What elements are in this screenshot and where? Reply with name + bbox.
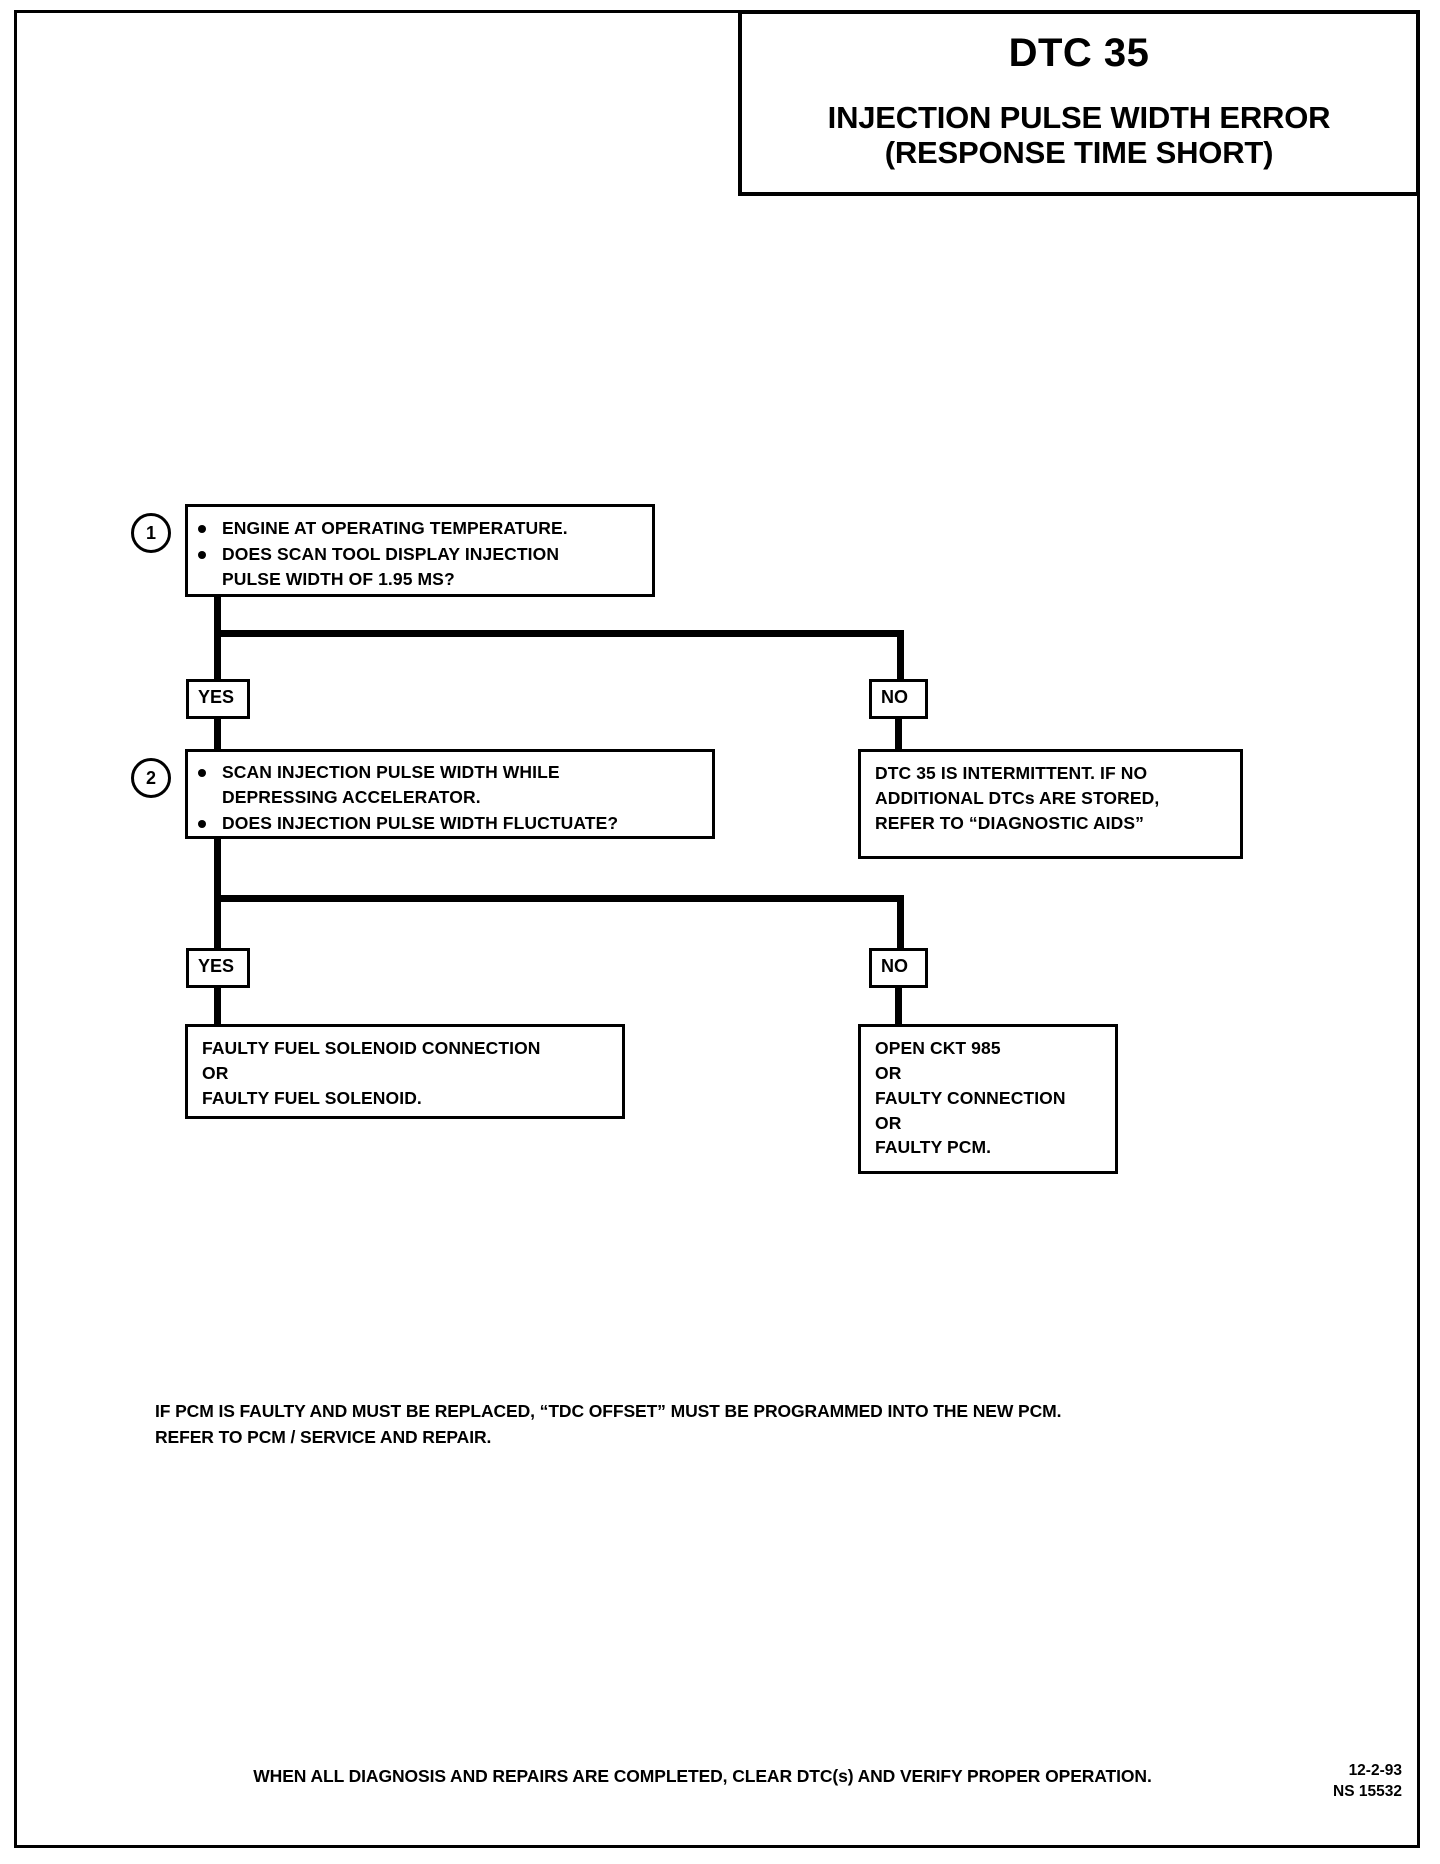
step-number-1: 1 bbox=[131, 513, 171, 553]
footer-meta: 12-2-93 NS 15532 bbox=[1333, 1761, 1402, 1803]
connector-yes2-to-result bbox=[214, 986, 221, 1026]
step-1-bullet-2-line-1: DOES SCAN TOOL DISPLAY INJECTION bbox=[222, 543, 560, 564]
step-2-bullet-1-line-1: SCAN INJECTION PULSE WIDTH WHILE bbox=[222, 762, 560, 782]
intermittent-result-box: DTC 35 IS INTERMITTENT. IF NO ADDITIONAL… bbox=[858, 749, 1243, 859]
intermittent-line-3: REFER TO “DIAGNOSTIC AIDS” bbox=[875, 812, 1145, 833]
step-2-bullet-1-line-2: DEPRESSING ACCELERATOR. bbox=[222, 786, 481, 807]
decision-step2-no-label: NO bbox=[881, 956, 908, 976]
connector-step2-no-down bbox=[897, 895, 904, 949]
page-border bbox=[14, 10, 1420, 1848]
connector-step1-yes-down bbox=[214, 630, 221, 681]
result-left-line-1: FAULTY FUEL SOLENOID CONNECTION bbox=[202, 1038, 541, 1058]
step-number-2: 2 bbox=[131, 758, 171, 798]
result-right-line-1: OPEN CKT 985 bbox=[875, 1038, 1001, 1058]
step-2-bullet-2: DOES INJECTION PULSE WIDTH FLUCTUATE? bbox=[188, 811, 712, 836]
connector-yes1-to-step2 bbox=[214, 717, 221, 751]
decision-step2-no: NO bbox=[869, 948, 928, 988]
intermittent-line-1: DTC 35 IS INTERMITTENT. IF NO bbox=[875, 763, 1148, 783]
decision-step1-yes: YES bbox=[186, 679, 250, 719]
step-1-bullet-2: DOES SCAN TOOL DISPLAY INJECTION PULSE W… bbox=[188, 542, 652, 592]
connector-step2-horizontal bbox=[214, 895, 904, 902]
connector-step2-yes-down bbox=[214, 839, 221, 949]
pcm-note-line-2: REFER TO PCM / SERVICE AND REPAIR. bbox=[155, 1427, 492, 1448]
title-block: DTC 35 INJECTION PULSE WIDTH ERROR (RESP… bbox=[738, 10, 1420, 196]
decision-step2-yes-label: YES bbox=[198, 956, 235, 976]
connector-step1-horizontal bbox=[214, 630, 904, 637]
footer-note: WHEN ALL DIAGNOSIS AND REPAIRS ARE COMPL… bbox=[253, 1766, 1152, 1786]
decision-step1-yes-label: YES bbox=[198, 687, 235, 707]
dtc-subtitle: (RESPONSE TIME SHORT) bbox=[884, 135, 1274, 171]
result-left-box: FAULTY FUEL SOLENOID CONNECTION OR FAULT… bbox=[185, 1024, 625, 1119]
step-2-bullet-1: SCAN INJECTION PULSE WIDTH WHILE DEPRESS… bbox=[188, 760, 712, 810]
connector-step1-down bbox=[214, 597, 221, 634]
dtc-code: DTC 35 bbox=[1008, 31, 1150, 75]
dtc-title: INJECTION PULSE WIDTH ERROR bbox=[827, 100, 1331, 135]
result-right-line-5: FAULTY PCM. bbox=[875, 1137, 992, 1158]
result-left-line-2: OR bbox=[202, 1062, 229, 1083]
footer-date: 12-2-93 bbox=[1348, 1762, 1402, 1779]
result-left-line-3: FAULTY FUEL SOLENOID. bbox=[202, 1087, 422, 1108]
connector-step1-no-down bbox=[897, 630, 904, 681]
decision-step1-no-label: NO bbox=[881, 687, 908, 707]
result-right-box: OPEN CKT 985 OR FAULTY CONNECTION OR FAU… bbox=[858, 1024, 1118, 1174]
step-1-box: ENGINE AT OPERATING TEMPERATURE. DOES SC… bbox=[185, 504, 655, 597]
result-right-line-2: OR bbox=[875, 1062, 902, 1083]
decision-step1-no: NO bbox=[869, 679, 928, 719]
step-1-bullet-1: ENGINE AT OPERATING TEMPERATURE. bbox=[188, 516, 652, 541]
connector-no2-to-result bbox=[895, 986, 902, 1026]
pcm-note-line-1: IF PCM IS FAULTY AND MUST BE REPLACED, “… bbox=[155, 1401, 1062, 1421]
connector-no1-to-intermittent bbox=[895, 717, 902, 751]
footer-doc-id: NS 15532 bbox=[1333, 1782, 1402, 1800]
intermittent-line-2: ADDITIONAL DTCs ARE STORED, bbox=[875, 787, 1160, 808]
step-1-bullet-2-line-2: PULSE WIDTH OF 1.95 MS? bbox=[222, 568, 455, 589]
pcm-replacement-note: IF PCM IS FAULTY AND MUST BE REPLACED, “… bbox=[155, 1398, 1315, 1451]
result-right-line-4: OR bbox=[875, 1112, 902, 1133]
decision-step2-yes: YES bbox=[186, 948, 250, 988]
step-2-box: SCAN INJECTION PULSE WIDTH WHILE DEPRESS… bbox=[185, 749, 715, 839]
result-right-line-3: FAULTY CONNECTION bbox=[875, 1087, 1066, 1108]
